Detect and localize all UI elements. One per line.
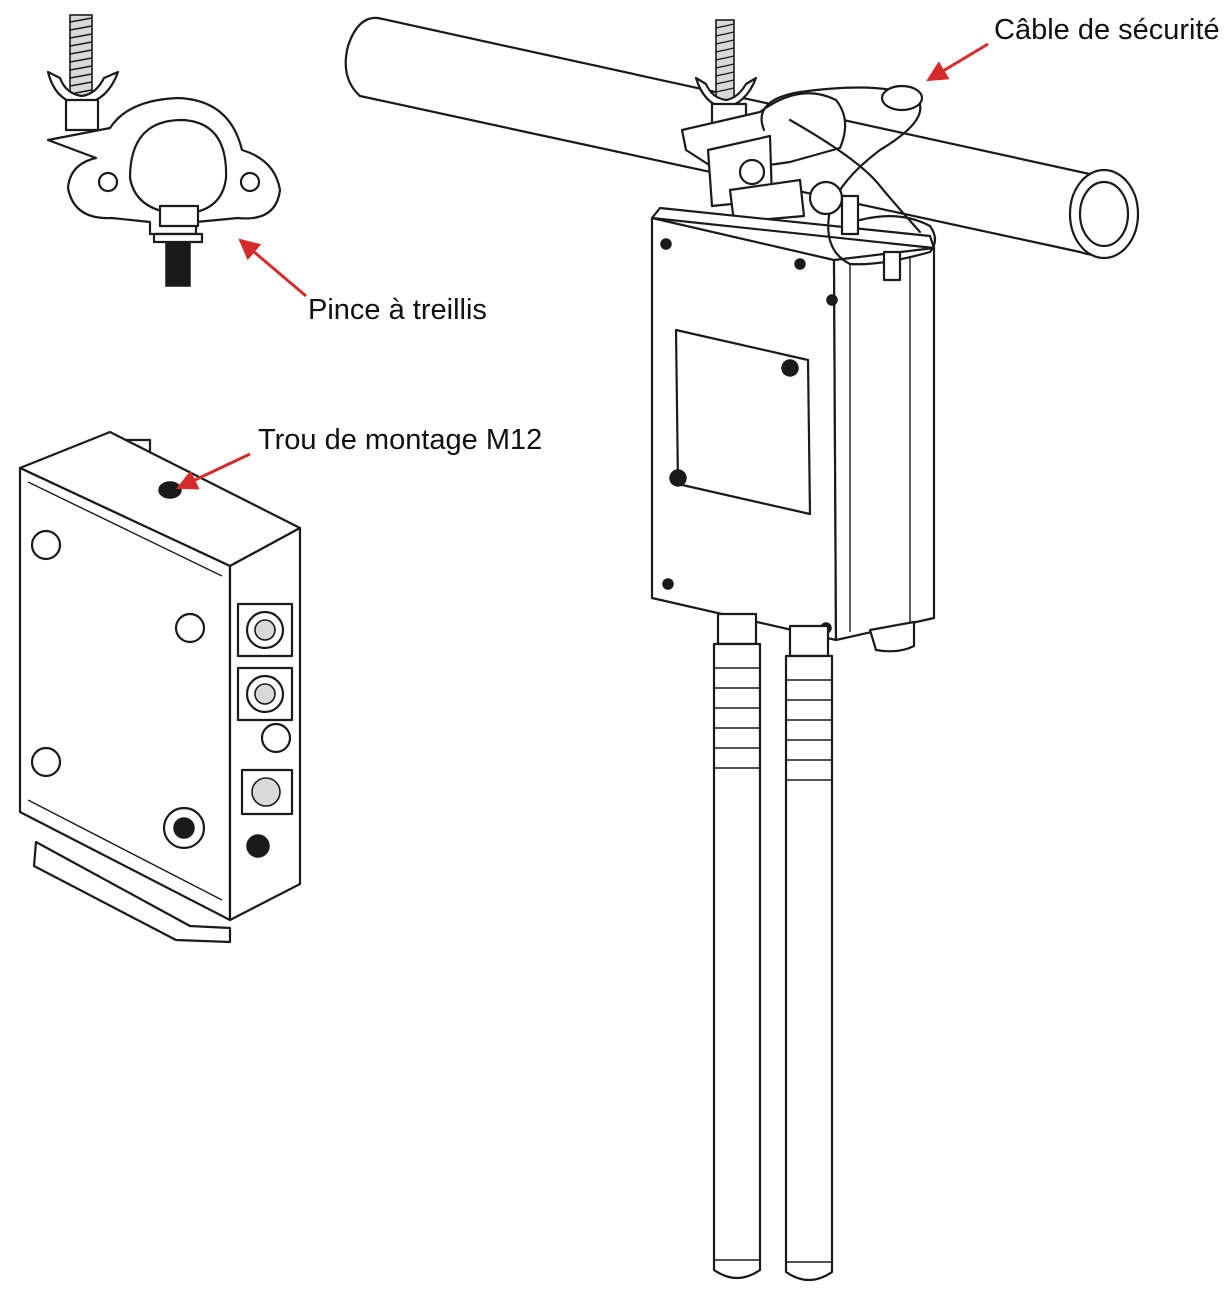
trou-label: Trou de montage M12 bbox=[258, 424, 543, 456]
main-unit-illustration bbox=[344, 16, 1140, 1282]
cable-label: Câble de sécurité bbox=[994, 14, 1220, 46]
cable-arrow bbox=[926, 42, 989, 82]
trou-arrow bbox=[176, 452, 251, 490]
truss-clamp-illustration bbox=[46, 14, 282, 287]
pince-arrow bbox=[238, 238, 307, 298]
pince-label: Pince à treillis bbox=[308, 294, 487, 326]
side-unit-illustration bbox=[18, 430, 302, 944]
